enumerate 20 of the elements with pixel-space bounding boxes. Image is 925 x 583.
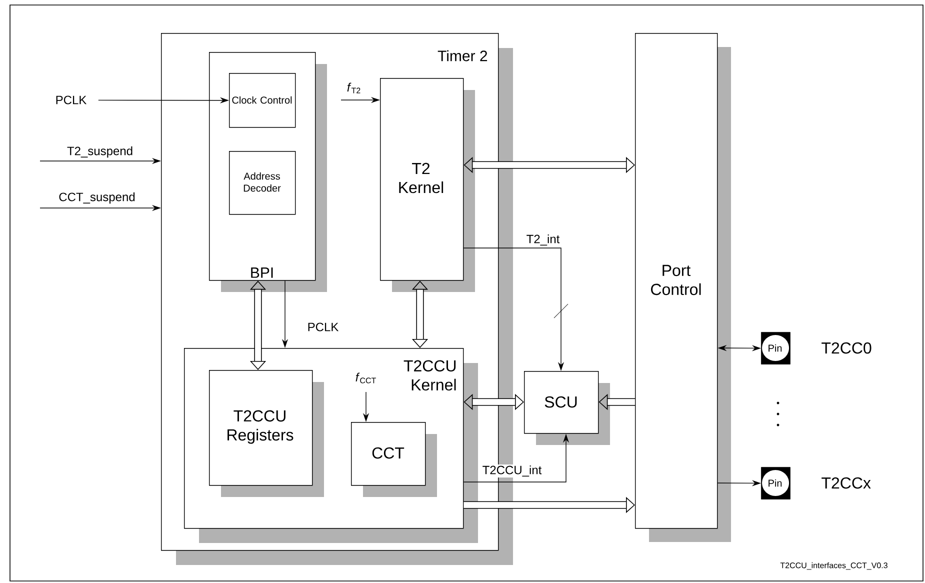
- bus-arrow: [412, 280, 428, 348]
- pin-label: T2CC0: [822, 342, 872, 354]
- block-box: T2 Kernel: [380, 78, 475, 292]
- bus-arrow: [464, 394, 524, 410]
- block-box: Port Control: [635, 33, 731, 542]
- module-box: Clock Control: [229, 73, 296, 128]
- edge-label: T2_int: [525, 233, 561, 247]
- module-box: Address Decoder: [229, 151, 296, 215]
- block-box: T2CCU Registers: [209, 370, 324, 497]
- signal-name: PCLK: [56, 96, 87, 104]
- edge-label: f$_{CCT}$: [354, 372, 378, 384]
- edge-label: T2_suspend: [66, 145, 134, 159]
- file-name: T2CCU_interfaces_CCT_V0.3: [780, 562, 888, 570]
- block-box: SCU: [524, 371, 610, 445]
- bus-arrow: [464, 156, 635, 174]
- edge-label: T2CCU_int: [481, 464, 543, 478]
- bus-arrow: [250, 280, 266, 370]
- block-box: CCT: [351, 422, 437, 497]
- edge-label: CCT_suspend: [58, 191, 136, 205]
- pin-label: T2CCx: [822, 477, 871, 489]
